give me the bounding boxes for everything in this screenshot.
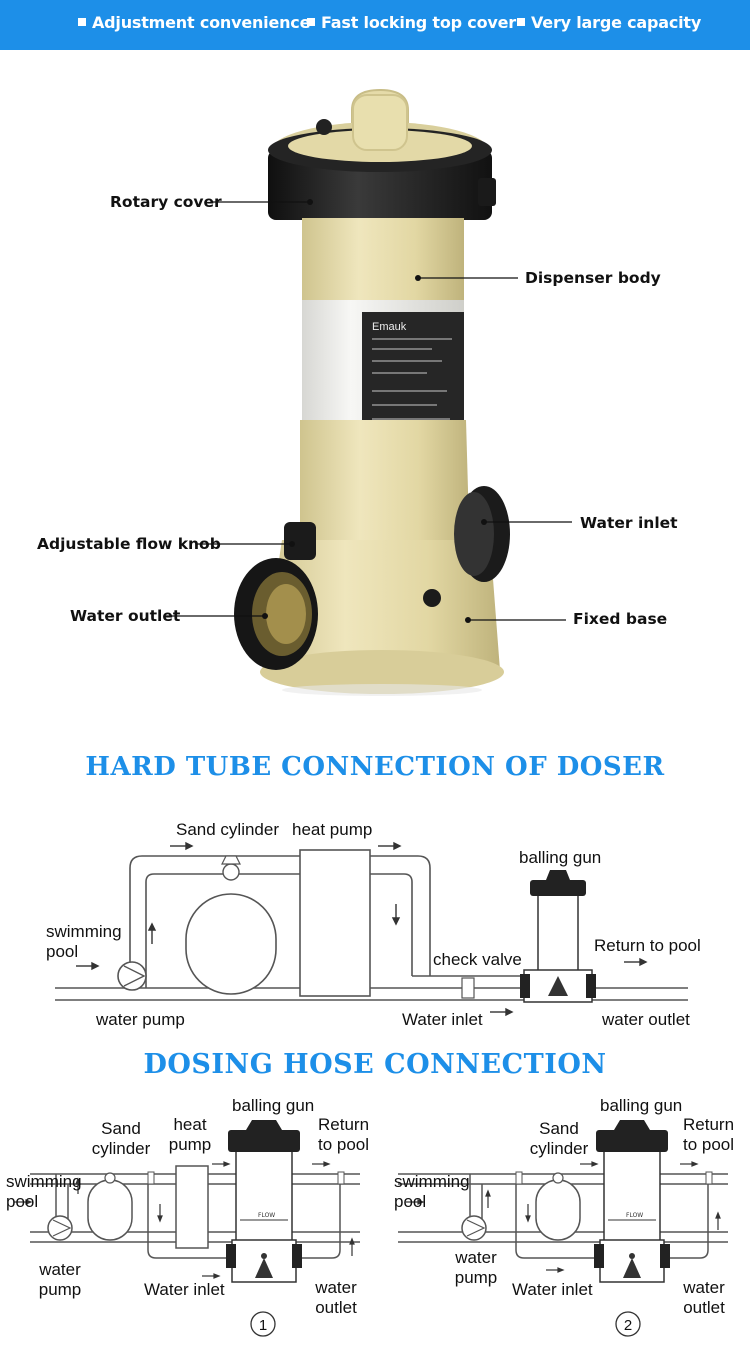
hose2-label-water-pump: water pump — [454, 1248, 498, 1287]
hose-1-number: 1 — [259, 1317, 267, 1334]
hose-diagrams: FLOW 1 — [14, 1120, 728, 1337]
hose2-label-water-inlet: Water inlet — [512, 1280, 593, 1299]
feature-locking-cover: Fast locking top cover — [307, 13, 516, 32]
hose1-label-swimming-pool: swimming pool — [6, 1172, 82, 1211]
hose1-label-return-to-pool: Return to pool — [318, 1115, 370, 1154]
hose2-label-balling-gun: balling gun — [600, 1096, 683, 1115]
hose-diagram-2: FLOW 2 — [398, 1120, 728, 1337]
hard-pump-shape — [117, 961, 147, 991]
flow-knob-shape — [284, 522, 316, 560]
hose1-label-heat-pump: heat pump — [168, 1115, 212, 1154]
feature-capacity: Very large capacity — [517, 13, 701, 32]
hard-label-water-inlet: Water inlet — [402, 1010, 483, 1029]
hard-label-return-to-pool: Return to pool — [594, 936, 701, 955]
hard-heat-pump — [299, 849, 371, 997]
hose-2-number: 2 — [624, 1317, 632, 1334]
callout-rotary-cover: Rotary cover — [110, 193, 222, 211]
hard-doser — [537, 891, 579, 973]
product-brand: Emauk — [372, 321, 407, 333]
hose1-label-balling-gun: balling gun — [232, 1096, 315, 1115]
hard-label-heat-pump: heat pump — [292, 820, 373, 839]
hose2-label-swimming-pool: swimming pool — [394, 1172, 470, 1211]
feature-banner: Adjustment convenience Fast locking top … — [0, 0, 750, 50]
feature-adjustment: Adjustment convenience — [78, 13, 310, 32]
hose1-label-water-outlet: water outlet — [315, 1278, 357, 1317]
hard-label-swimming-pool: swimming pool — [46, 922, 122, 961]
hard-label-water-outlet: water outlet — [602, 1010, 690, 1029]
hard-label-sand-cylinder: Sand cylinder — [176, 820, 280, 839]
hose2-label-return-to-pool: Return to pool — [683, 1115, 735, 1154]
hose1-label-water-pump: water pump — [38, 1260, 82, 1299]
hard-tube-title: HARD TUBE CONNECTION OF DOSER — [85, 752, 665, 782]
product-illustration: Emauk — [166, 88, 572, 696]
hose2-label-sand-cylinder: Sand cylinder — [529, 1119, 589, 1158]
callout-water-outlet: Water outlet — [70, 607, 181, 625]
callout-fixed-base: Fixed base — [573, 610, 668, 628]
fixed-base-shape — [262, 540, 500, 670]
callout-flow-knob: Adjustable flow knob — [37, 535, 221, 553]
hard-label-water-pump: water pump — [96, 1010, 185, 1029]
hose1-label-water-inlet: Water inlet — [144, 1280, 225, 1299]
hose-title: DOSING HOSE CONNECTION — [143, 1049, 607, 1080]
hard-label-balling-gun: balling gun — [519, 848, 602, 867]
hose1-label-sand-cylinder: Sand cylinder — [91, 1119, 151, 1158]
hard-check-valve — [461, 977, 475, 999]
hose-2-flow-text: FLOW — [626, 1212, 643, 1219]
callout-lines — [166, 201, 572, 621]
hard-tube-diagram — [55, 841, 688, 1017]
hose2-label-water-outlet: water outlet — [683, 1278, 725, 1317]
callout-water-inlet: Water inlet — [580, 514, 678, 532]
hard-label-check-valve: check valve — [433, 950, 522, 969]
hose-1-flow-text: FLOW — [258, 1212, 275, 1219]
hard-sand-cylinder — [185, 893, 277, 995]
hose-diagram-1: FLOW 1 — [14, 1120, 360, 1337]
callout-dispenser-body: Dispenser body — [525, 269, 661, 287]
